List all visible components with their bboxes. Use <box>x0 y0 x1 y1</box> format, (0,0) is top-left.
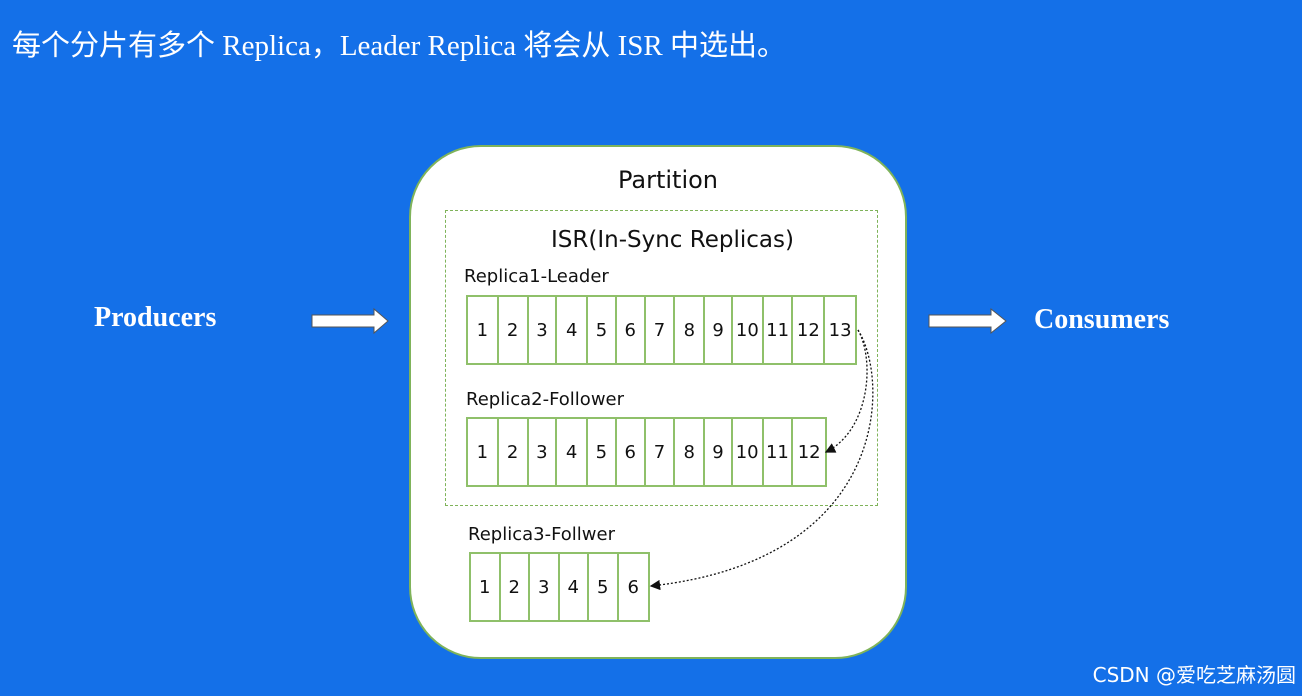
log-cell: 13 <box>828 319 852 341</box>
footer-credit: CSDN @爱吃芝麻汤圆 <box>1092 663 1296 687</box>
producers-label: Producers <box>94 302 217 333</box>
log-cell: 10 <box>733 297 764 363</box>
producers-arrow-icon <box>311 307 389 335</box>
log-cell: 1 <box>468 419 499 485</box>
log-cell: 1 <box>471 554 501 620</box>
log-cell: 10 <box>733 419 764 485</box>
log-cell: 4 <box>557 297 589 363</box>
log-cell: 11 <box>764 419 794 485</box>
replica3-label: Replica3-Follwer <box>468 524 615 545</box>
log-cell: 9 <box>705 297 733 363</box>
log-cell: 2 <box>499 297 529 363</box>
log-cell: 6 <box>617 297 646 363</box>
log-cell: 5 <box>588 297 617 363</box>
replica1-label: Replica1-Leader <box>464 266 609 287</box>
log-cell: 5 <box>588 419 617 485</box>
log-cell: 1 <box>468 297 499 363</box>
slide-title: 每个分片有多个 Replica，Leader Replica 将会从 ISR 中… <box>12 30 787 62</box>
log-cell: 12 <box>793 297 826 363</box>
log-cell: 3 <box>529 419 558 485</box>
log-cell: 6 <box>617 419 646 485</box>
log-cell: 4 <box>557 419 589 485</box>
consumers-arrow-icon <box>928 307 1007 335</box>
log-cell: 2 <box>499 419 529 485</box>
log-cell: 3 <box>530 554 560 620</box>
replica2-label: Replica2-Follower <box>466 389 625 410</box>
log-cell: 9 <box>705 419 733 485</box>
log-cell: 6 <box>627 576 639 598</box>
consumers-label: Consumers <box>1034 304 1170 335</box>
log-cell: 4 <box>560 554 589 620</box>
isr-title: ISR(In-Sync Replicas) <box>551 227 794 253</box>
log-cell: 3 <box>529 297 558 363</box>
log-cell: 8 <box>675 419 706 485</box>
partition-title: Partition <box>618 166 719 194</box>
log-cell: 7 <box>646 297 676 363</box>
log-cell: 12 <box>797 441 821 463</box>
log-cell: 2 <box>501 554 530 620</box>
log-cell: 11 <box>764 297 794 363</box>
log-cell: 7 <box>646 419 676 485</box>
log-cell: 8 <box>675 297 706 363</box>
log-cell: 5 <box>589 554 619 620</box>
